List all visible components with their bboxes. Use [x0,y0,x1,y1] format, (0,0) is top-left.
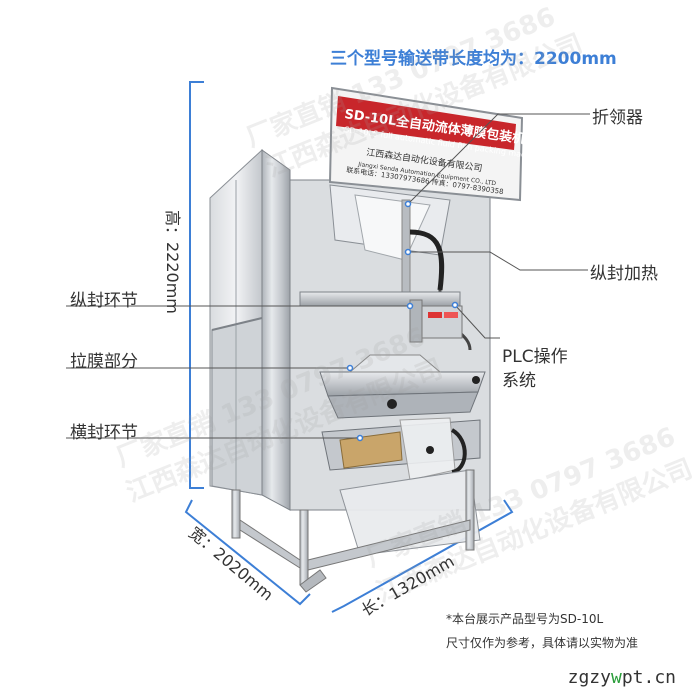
heater-cable [409,229,445,291]
site-suffix: pt.cn [621,667,676,688]
callout-plc: PLC操作 系统 [502,347,568,391]
site-watermark: zgzywpt.cn [568,667,676,688]
callout-collar: 折领器 [592,108,643,128]
callout-leaders [66,113,590,439]
dimension-height: 高：2220mm [163,210,182,314]
site-prefix: zgzy [567,667,611,688]
film-pull-platform [327,391,479,419]
callout-vertical-seal-heat: 纵封加热 [590,264,658,284]
dimension-lines [184,81,514,613]
note-disclaimer: 尺寸仅作为参考，具体请以实物为准 [446,636,639,650]
vertical-seal-bar [299,291,461,307]
callout-dots [346,200,459,442]
callout-film-pull: 拉膜部分 [70,352,138,372]
callout-horizontal-seal: 横封环节 [70,423,138,443]
plc-panel [421,305,463,339]
horizontal-seal-jaw [339,431,403,469]
headline: 三个型号输送带长度均为：2200mm [330,49,617,69]
site-accent: w [610,667,622,688]
note-model: *本台展示产品型号为SD-10L [446,612,604,626]
knob [387,399,397,409]
callout-vertical-seal: 纵封环节 [70,291,138,311]
